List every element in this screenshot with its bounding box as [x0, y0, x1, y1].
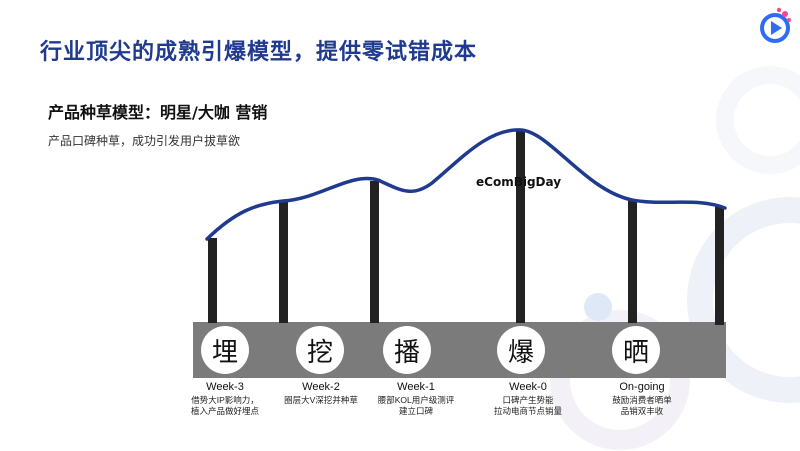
phase-1: Week-3 借势大IP影响力， 植入产品做好埋点: [165, 381, 285, 417]
pillar-5: [628, 201, 637, 323]
phase-desc-line2: 植入产品做好埋点: [190, 406, 259, 416]
phase-desc-line1: 鼓励消费者晒单: [612, 395, 672, 405]
slide-title: 行业顶尖的成熟引爆模型，提供零试错成本: [40, 40, 478, 65]
stage-circle-1: 埋: [201, 326, 249, 374]
phase-desc-line1: 圈层大V深挖并种草: [284, 395, 358, 405]
pillar-2: [279, 201, 288, 323]
deco-ring-top: [716, 66, 800, 174]
phase-2: Week-2 圈层大V深挖并种草: [261, 381, 381, 406]
phase-desc-line2: 品销双丰收: [620, 406, 664, 416]
pillar-6: [715, 207, 724, 325]
phase-desc-line1: 腰部KOL用户级测评: [377, 395, 455, 405]
phase-week: Week-0: [509, 381, 547, 393]
stage-circle-3: 播: [383, 326, 431, 374]
model-caption: 产品口碑种草，成功引发用户拔草欲: [48, 134, 241, 148]
peak-label: eComBigDay: [476, 175, 562, 189]
momentum-curve: [205, 128, 727, 241]
phase-desc-line2: 拉动电商节点销量: [493, 406, 562, 416]
phase-5: On-going 鼓励消费者晒单 品销双丰收: [582, 381, 702, 417]
phase-week: Week-2: [302, 381, 340, 393]
pillar-3: [370, 181, 379, 323]
phase-week: Week-3: [206, 381, 244, 393]
model-subtitle: 产品种草模型：明星/大咖 营销: [48, 103, 268, 122]
phase-week: Week-1: [397, 381, 435, 393]
stage-circle-5: 晒: [612, 326, 660, 374]
deco-ring-small: [550, 310, 690, 450]
app-logo-icon: [760, 7, 791, 43]
phase-desc-line1: 口碑产生势能: [502, 395, 554, 405]
deco-dot-blue: [584, 293, 612, 321]
phase-desc-line1: 借势大IP影响力，: [191, 395, 259, 405]
deco-ring-large: [687, 197, 800, 403]
stage-circle-4: 爆: [497, 326, 545, 374]
phase-week: On-going: [619, 381, 665, 393]
pillar-4: [516, 130, 525, 323]
phase-desc-line2: 建立口碑: [398, 406, 433, 416]
stage-circle-2: 挖: [296, 326, 344, 374]
pillar-1: [208, 238, 217, 323]
phase-4: Week-0 口碑产生势能 拉动电商节点销量: [468, 381, 588, 417]
phase-3: Week-1 腰部KOL用户级测评 建立口碑: [356, 381, 476, 417]
